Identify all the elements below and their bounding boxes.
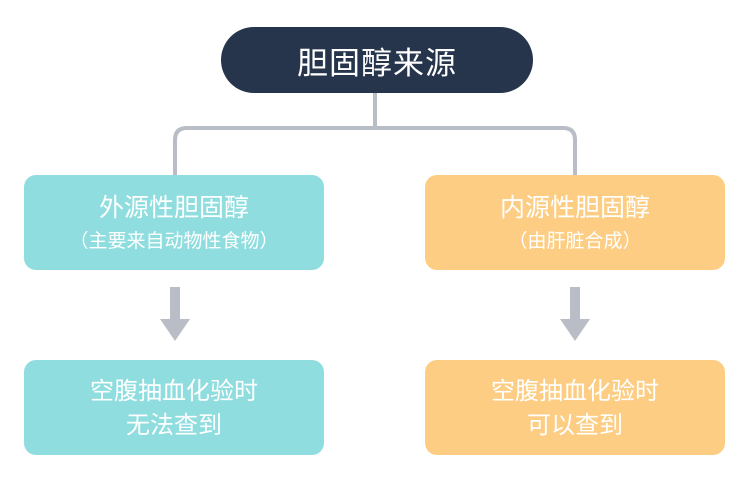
left-down-arrow: [160, 287, 190, 341]
root-label: 胆固醇来源: [297, 45, 457, 82]
endogenous-node: 内源性胆固醇 （由肝脏合成）: [425, 175, 725, 270]
right-down-arrow: [560, 287, 590, 341]
exogenous-node: 外源性胆固醇 （主要来自动物性食物）: [24, 175, 324, 270]
endogenous-subtitle: （由肝脏合成）: [508, 229, 642, 252]
exogenous-result-line-2: 无法查到: [126, 410, 222, 439]
exogenous-subtitle: （主要来自动物性食物）: [69, 229, 279, 252]
endogenous-title: 内源性胆固醇: [499, 192, 650, 222]
exogenous-result-node: 空腹抽血化验时 无法查到: [24, 360, 324, 455]
endogenous-result-line-1: 空腹抽血化验时: [491, 376, 659, 405]
root-node: 胆固醇来源: [221, 27, 533, 93]
exogenous-title: 外源性胆固醇: [98, 192, 249, 222]
endogenous-result-node: 空腹抽血化验时 可以查到: [425, 360, 725, 455]
endogenous-result-line-2: 可以查到: [527, 410, 623, 439]
exogenous-result-line-1: 空腹抽血化验时: [90, 376, 258, 405]
tree-connector: [173, 91, 577, 177]
